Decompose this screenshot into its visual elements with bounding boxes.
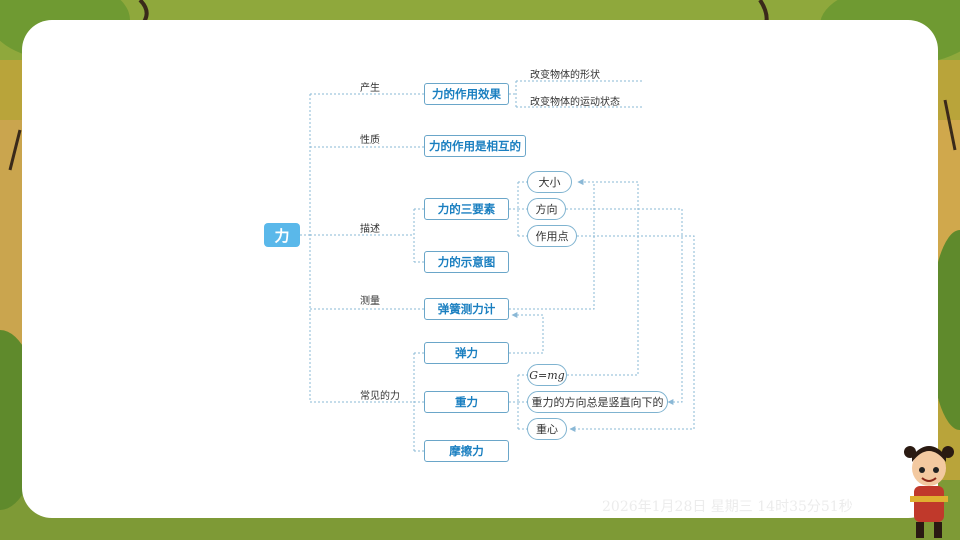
element-magnitude: 大小	[527, 171, 572, 193]
cartoon-character-image	[904, 446, 954, 538]
leaf-change-motion: 改变物体的运动状态	[530, 97, 620, 108]
node-mutual: 力的作用是相互的	[424, 135, 526, 157]
element-direction: 方向	[527, 198, 566, 220]
branch-label-produce: 产生	[360, 83, 380, 94]
gravity-formula: G=mg	[527, 364, 567, 386]
branch-label-measure: 测量	[360, 296, 380, 307]
node-gravity: 重力	[424, 391, 509, 413]
element-point: 作用点	[527, 225, 577, 247]
node-effect: 力的作用效果	[424, 83, 509, 105]
leaf-change-shape: 改变物体的形状	[530, 70, 600, 81]
gravity-center: 重心	[527, 418, 567, 440]
branch-label-common: 常见的力	[360, 391, 400, 402]
node-three-elements: 力的三要素	[424, 198, 509, 220]
gravity-direction-text: 重力的方向总是竖直向下的	[527, 391, 668, 413]
node-schematic: 力的示意图	[424, 251, 509, 273]
root-node-force: 力	[264, 223, 300, 247]
branch-label-describe: 描述	[360, 224, 380, 235]
branch-label-nature: 性质	[360, 135, 380, 146]
node-friction: 摩擦力	[424, 440, 509, 462]
node-dynamometer: 弹簧测力计	[424, 298, 509, 320]
node-elastic: 弹力	[424, 342, 509, 364]
date-time-watermark: 2026年1月28日 星期三 14时35分51秒	[602, 499, 853, 515]
